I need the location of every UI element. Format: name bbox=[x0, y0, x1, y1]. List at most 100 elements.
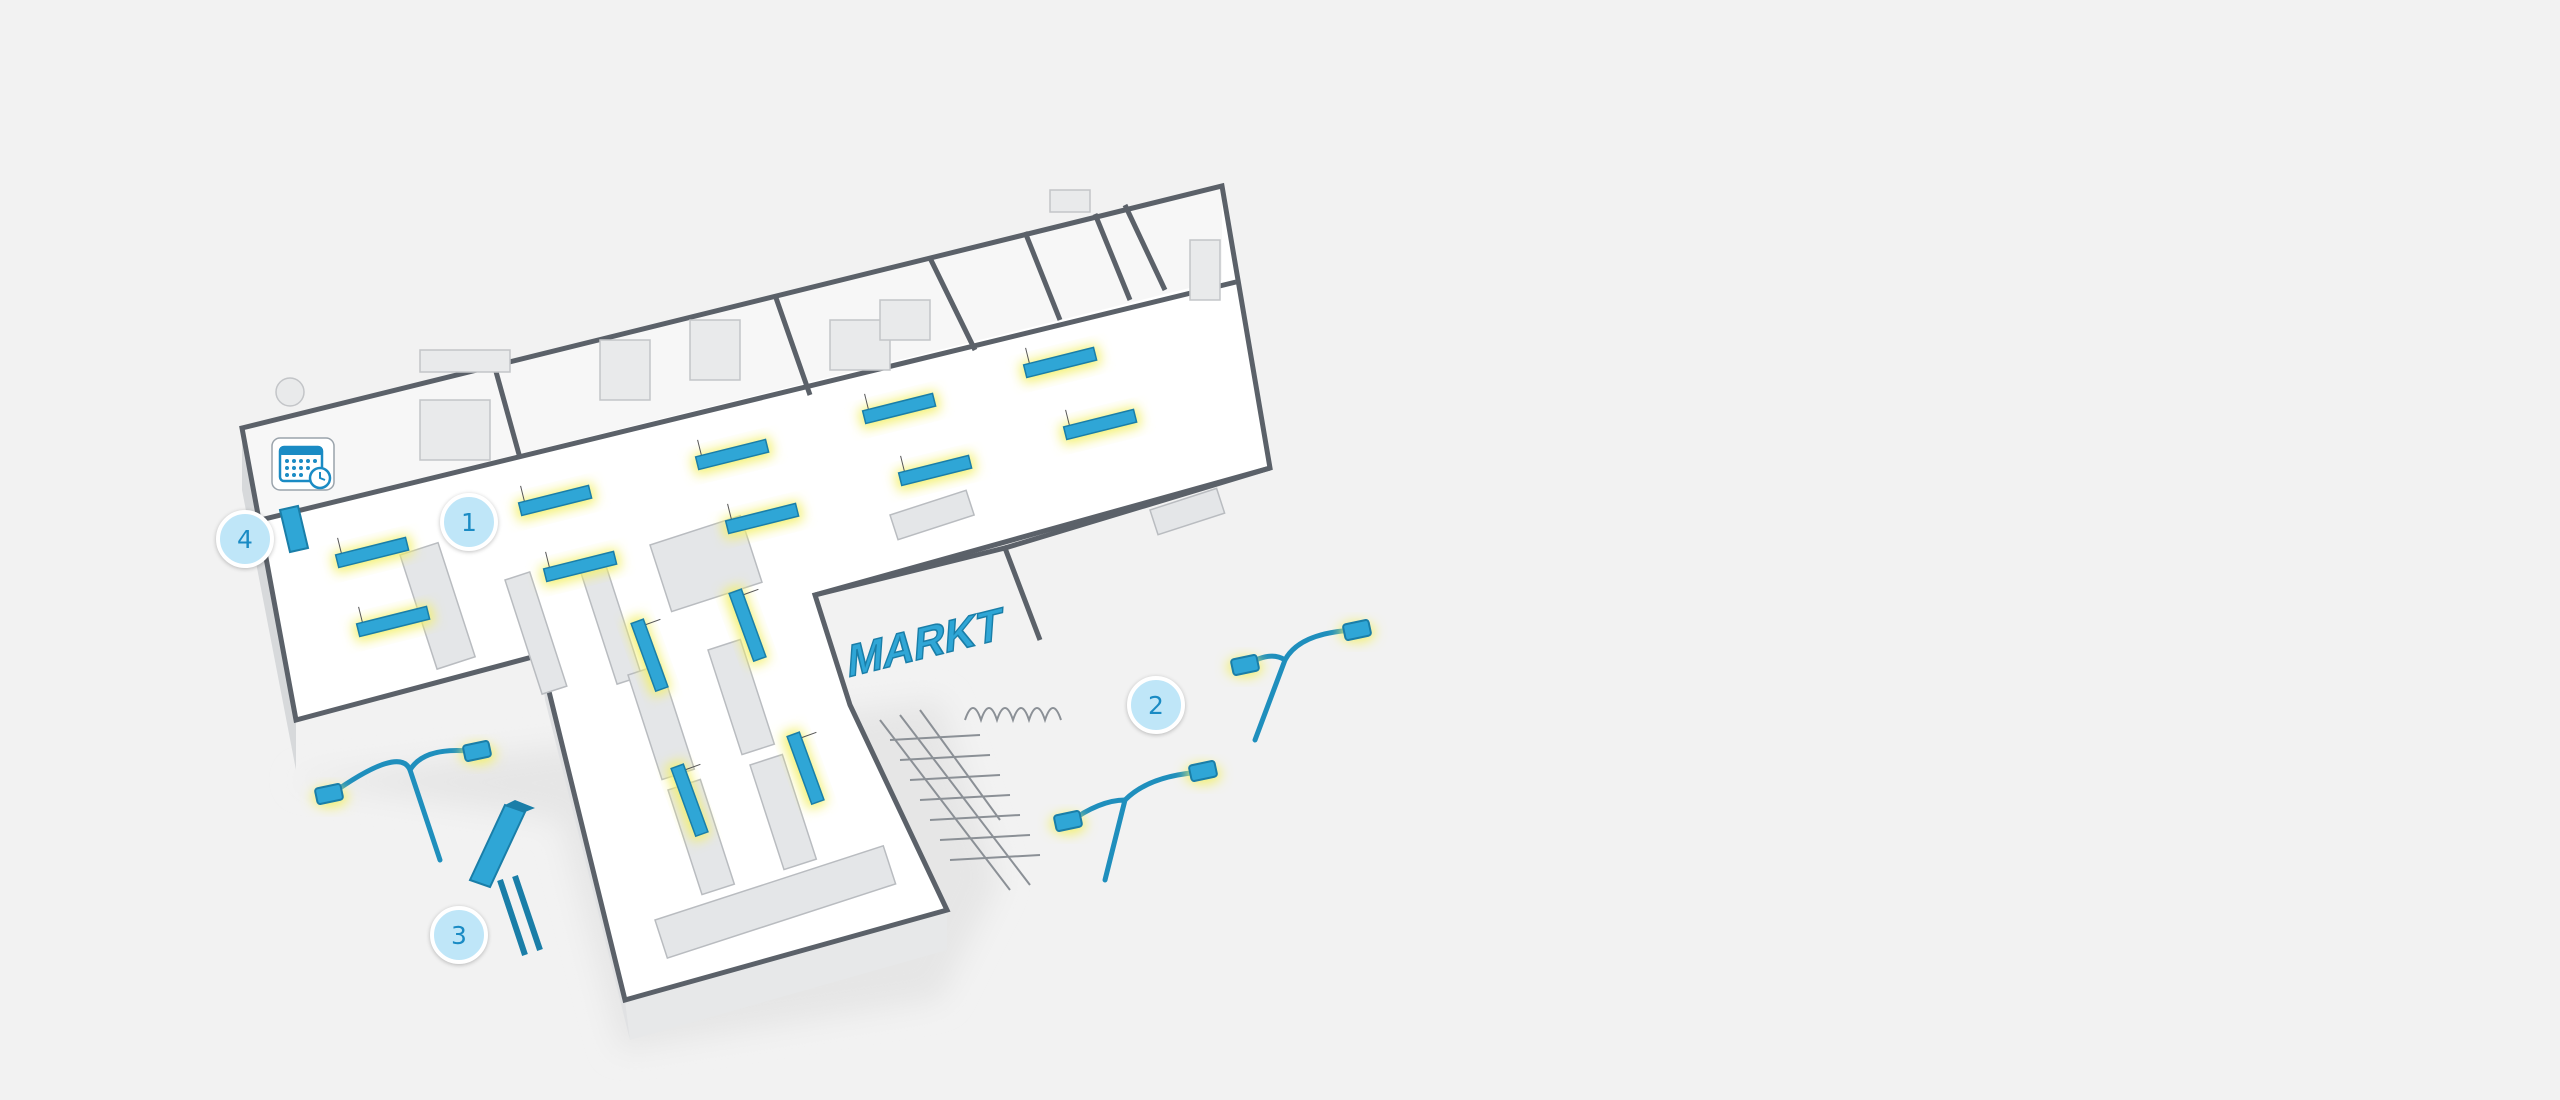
wall-sign-icon bbox=[278, 504, 310, 554]
calendar-dot bbox=[313, 459, 317, 463]
wall-front-side bbox=[625, 910, 947, 1040]
fixture-body bbox=[728, 588, 767, 663]
fixture-body bbox=[897, 454, 973, 487]
lamp-head bbox=[1342, 619, 1372, 641]
fixture-wire bbox=[1065, 409, 1070, 426]
ceiling-light-fixture bbox=[723, 584, 770, 667]
fixture-body bbox=[1062, 408, 1138, 441]
pylon-leg bbox=[497, 879, 528, 956]
calendar-dot bbox=[285, 466, 289, 470]
room-divider-1 bbox=[492, 367, 523, 459]
shelf bbox=[504, 571, 568, 696]
calendar-dot bbox=[299, 473, 303, 477]
clock-hands bbox=[319, 472, 326, 481]
hotspot-1-button[interactable]: 1 bbox=[440, 493, 498, 551]
fixture-body bbox=[670, 763, 709, 838]
ceiling-light-fixture bbox=[331, 534, 414, 574]
street-lamp-icon bbox=[312, 740, 496, 863]
fixture-wire bbox=[545, 551, 550, 568]
shelf bbox=[749, 753, 818, 871]
desk bbox=[1149, 487, 1226, 536]
lamp-head bbox=[1230, 654, 1260, 676]
fixture-wire bbox=[743, 588, 759, 596]
fixture-body bbox=[517, 484, 593, 517]
fixture-body bbox=[1022, 346, 1098, 379]
wall-sign-box bbox=[278, 504, 310, 554]
ceiling-light-fixture bbox=[894, 452, 977, 492]
pylon-sign-icon bbox=[468, 800, 543, 956]
room-divider-5 bbox=[1092, 213, 1133, 301]
bike-rack bbox=[879, 707, 1062, 891]
fixture-wire bbox=[520, 485, 525, 502]
ceiling-light-fixture bbox=[514, 482, 597, 522]
walls bbox=[239, 182, 1273, 1004]
hotspot-label: 3 bbox=[451, 920, 467, 950]
fixture-wire bbox=[685, 763, 701, 771]
equipment bbox=[689, 319, 741, 381]
calendar-dots bbox=[285, 459, 317, 477]
ceiling-light-fixture bbox=[858, 390, 941, 430]
fixture-body bbox=[334, 536, 410, 569]
ceiling-light-fixture bbox=[691, 436, 774, 476]
markt-sign: MARKT bbox=[846, 596, 1006, 688]
ceiling-light-fixture bbox=[721, 500, 804, 540]
shelf bbox=[707, 638, 776, 756]
calendar-dot bbox=[285, 459, 289, 463]
room-divider-4 bbox=[1022, 231, 1063, 321]
equipment bbox=[599, 339, 651, 401]
wall-sign-icon: MARKT bbox=[846, 597, 1004, 688]
calendar-dot bbox=[306, 466, 310, 470]
lamp-head bbox=[462, 740, 492, 762]
roof-unit bbox=[1049, 189, 1091, 213]
fixture-body bbox=[694, 438, 770, 471]
hotspot-3-button[interactable]: 3 bbox=[430, 906, 488, 964]
pylon-leg bbox=[512, 875, 543, 951]
calendar-dot bbox=[306, 459, 310, 463]
calendar-dot bbox=[292, 459, 296, 463]
fixture-wire bbox=[1025, 347, 1030, 364]
fixture-body bbox=[630, 618, 669, 693]
pylon-board bbox=[468, 803, 527, 889]
hotspot-4-button[interactable]: 4 bbox=[216, 510, 274, 568]
ceiling-light-fixture bbox=[781, 727, 828, 810]
ceiling-light-fixture bbox=[352, 603, 435, 643]
fixture-wire bbox=[727, 503, 732, 520]
street-lamp-icon bbox=[1050, 760, 1221, 883]
ceiling-light-fixture bbox=[665, 759, 712, 842]
calendar-clock-icon bbox=[271, 437, 335, 491]
fixture-wire bbox=[697, 439, 702, 456]
street-lamp-icon bbox=[1227, 619, 1375, 743]
fixture-body bbox=[355, 605, 431, 638]
fixture-body bbox=[786, 731, 825, 806]
ceiling-light-fixture bbox=[1059, 406, 1142, 446]
fixture-wire bbox=[645, 618, 661, 626]
room-divider-2 bbox=[772, 294, 813, 396]
street-lamps bbox=[312, 619, 1375, 883]
back-room-details bbox=[275, 189, 1221, 461]
outer-wall bbox=[239, 182, 1273, 1004]
fixture-body bbox=[861, 392, 937, 425]
market-room-inner bbox=[1004, 465, 1271, 551]
fixture-wire bbox=[864, 393, 869, 410]
ceiling-light-fixture bbox=[539, 548, 622, 588]
desk bbox=[889, 489, 976, 541]
lamp-head bbox=[1053, 810, 1083, 832]
hotspot-label: 4 bbox=[237, 524, 253, 554]
fixture-wire bbox=[900, 455, 905, 472]
roof-unit bbox=[275, 377, 305, 407]
fixture-body bbox=[542, 550, 618, 583]
pylon-board-side bbox=[505, 800, 535, 812]
lamp-head bbox=[314, 783, 344, 805]
fixture-wire bbox=[801, 731, 817, 739]
hotspot-label: 1 bbox=[461, 507, 477, 537]
calendar-dot bbox=[299, 459, 303, 463]
equipment bbox=[1189, 239, 1221, 301]
bike-rack-line bbox=[889, 734, 1041, 861]
calendar-dot bbox=[292, 466, 296, 470]
equipment bbox=[419, 399, 491, 461]
hotspot-label: 2 bbox=[1148, 690, 1164, 720]
hotspot-2-button[interactable]: 2 bbox=[1127, 676, 1185, 734]
fixture-wire bbox=[358, 606, 363, 623]
